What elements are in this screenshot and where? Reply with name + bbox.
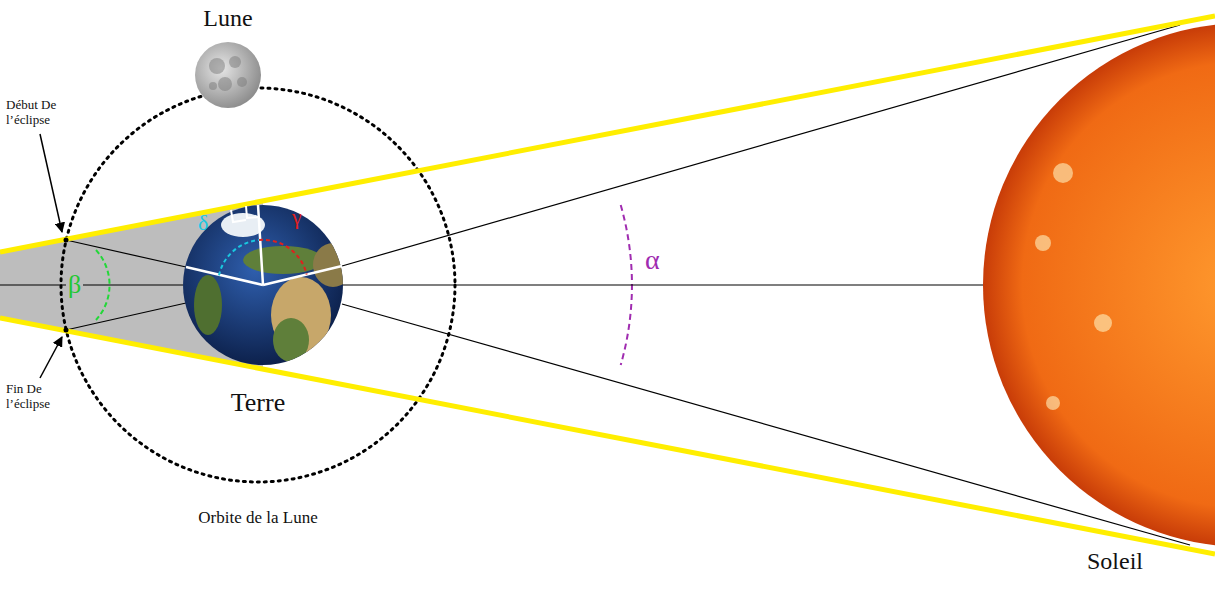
- moon-crater: [209, 58, 225, 74]
- angle-label: α: [645, 244, 660, 276]
- moon-crater: [237, 77, 247, 87]
- sun-facula: [1053, 163, 1073, 183]
- sun-facula: [1046, 396, 1060, 410]
- angle-label: γ: [292, 204, 302, 229]
- sun-shape: [983, 23, 1215, 547]
- beta-arc: [96, 250, 110, 320]
- earth-land: [313, 243, 353, 287]
- axis-line: [0, 284, 183, 285]
- sun-body: Soleil: [983, 23, 1215, 547]
- angle-label: δ: [198, 210, 208, 235]
- moon-crater: [229, 56, 241, 68]
- body-name: Soleil: [1087, 548, 1143, 576]
- delta-arc: [219, 240, 259, 275]
- orbit-label: Orbite de la Lune: [198, 508, 317, 528]
- leader-arrow: [40, 134, 62, 232]
- moon-body: Lune: [195, 42, 261, 108]
- sight-line: [66, 303, 186, 330]
- axis-connector: [343, 284, 983, 285]
- body-name: Terre: [231, 388, 285, 418]
- earth-land: [221, 213, 265, 237]
- earth-land: [273, 318, 309, 362]
- sun-facula: [1035, 235, 1051, 251]
- leader-arrow: [40, 337, 62, 378]
- eclipse-point: [64, 238, 69, 243]
- moon-disc: [195, 42, 261, 108]
- earth-radius: [186, 267, 263, 285]
- earth-radius: [263, 266, 342, 285]
- earth-radius: [258, 205, 263, 285]
- earth-land: [243, 246, 323, 274]
- moon-crater: [209, 82, 217, 90]
- event-label: Début De l’éclipse: [6, 98, 84, 128]
- angle-label: β: [66, 270, 83, 300]
- right-angle-mark: [246, 206, 259, 218]
- earth-land: [194, 275, 222, 335]
- eclipse-point: [64, 328, 69, 333]
- sight-line: [66, 240, 186, 267]
- body-name: Lune: [203, 5, 252, 33]
- right-angle-mark: [231, 210, 246, 222]
- earth-disc: [183, 205, 343, 365]
- event-label: Fin De l’éclipse: [6, 382, 84, 412]
- sun-facula: [1094, 314, 1112, 332]
- gamma-arc: [259, 240, 307, 275]
- moon-crater: [218, 77, 232, 91]
- sun-disc: [983, 23, 1215, 547]
- moon-shape: [195, 42, 261, 108]
